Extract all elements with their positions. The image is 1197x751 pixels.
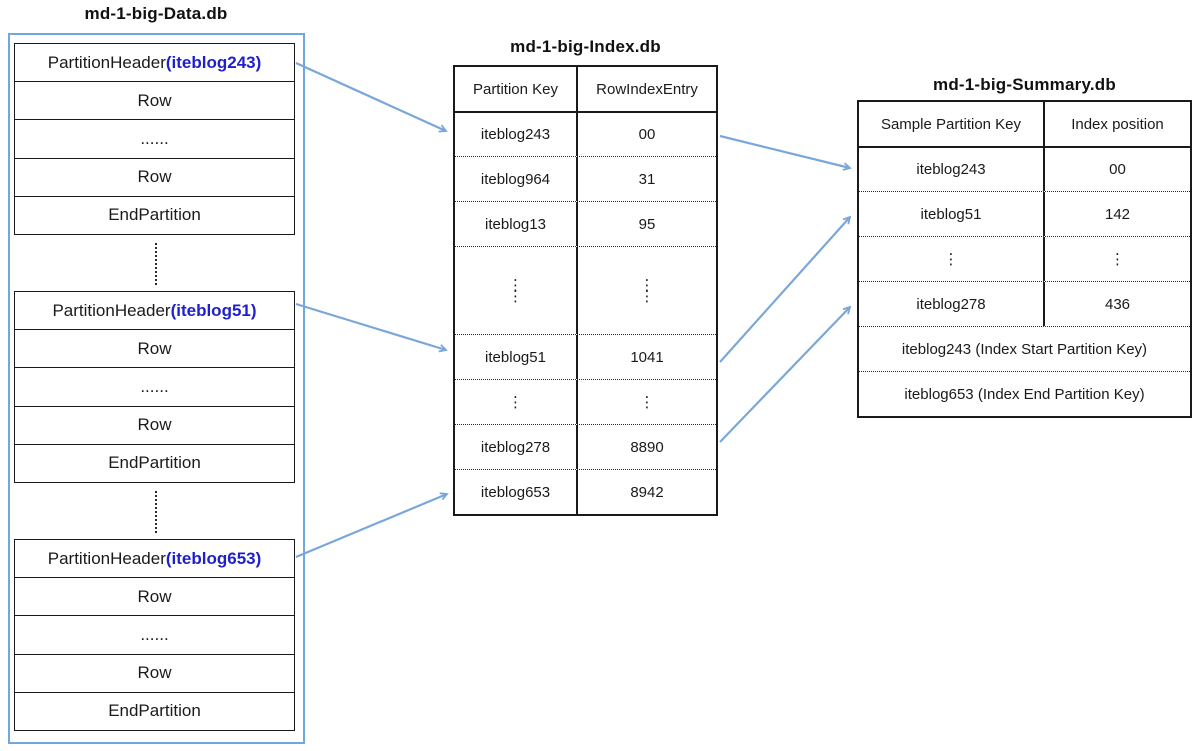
sample-partition-key-cell: iteblog51 xyxy=(859,192,1045,236)
column-header: RowIndexEntry xyxy=(596,80,698,98)
end-partition-cell: EndPartition xyxy=(15,691,294,730)
index-end-partition-key-row: iteblog653 (Index End Partition Key) xyxy=(859,371,1190,416)
end-partition-cell: EndPartition xyxy=(15,195,294,234)
index-end-partition-key-cell: iteblog653 (Index End Partition Key) xyxy=(904,385,1145,403)
ellipsis-cell: ⋮ xyxy=(859,237,1045,281)
partition-header-row: PartitionHeader(iteblog51) xyxy=(15,292,294,329)
vertical-ellipsis xyxy=(155,243,157,285)
row-cell: Row xyxy=(15,653,294,692)
row-cell: Row xyxy=(15,81,294,119)
partition-key-cell: iteblog653 xyxy=(455,470,578,514)
row-cell: Row xyxy=(15,577,294,615)
partition-header-label: PartitionHeader xyxy=(52,300,171,320)
column-header: Sample Partition Key xyxy=(859,102,1045,146)
ellipsis-cell: ⋮⋮ xyxy=(639,276,655,305)
arrow-data653-to-index xyxy=(295,492,449,559)
partition-block-iteblog243: PartitionHeader(iteblog243) Row ...... R… xyxy=(14,43,295,235)
table-row: iteblog51 142 xyxy=(859,191,1190,236)
index-start-partition-key-cell: iteblog243 (Index Start Partition Key) xyxy=(901,340,1148,358)
table-row: iteblog278 436 xyxy=(859,281,1190,326)
index-position-cell: 436 xyxy=(1104,295,1131,313)
table-row: iteblog51 1041 xyxy=(455,334,716,379)
partition-key-cell: iteblog243 xyxy=(455,113,578,156)
partition-key: (iteblog243) xyxy=(165,52,262,72)
ellipsis-cell: ⋮ xyxy=(639,394,655,411)
dots-cell: ...... xyxy=(15,367,294,405)
ellipsis-row: ⋮ ⋮ xyxy=(455,379,716,424)
vertical-ellipsis xyxy=(155,491,157,533)
index-table-header: Partition Key RowIndexEntry xyxy=(455,67,716,111)
arrow-data51-to-index xyxy=(295,302,448,353)
partition-key-cell: iteblog278 xyxy=(455,425,578,469)
ellipsis-cell: ⋮ xyxy=(1110,251,1125,268)
index-table: Partition Key RowIndexEntry iteblog243 0… xyxy=(453,65,718,516)
partition-key-cell: iteblog51 xyxy=(455,335,578,379)
index-position-cell: 00 xyxy=(1109,161,1126,178)
column-header: Index position xyxy=(1071,115,1164,133)
summary-table-header: Sample Partition Key Index position xyxy=(859,102,1190,146)
table-row: iteblog653 8942 xyxy=(455,469,716,514)
partition-key: (iteblog653) xyxy=(165,548,262,568)
row-index-entry-cell: 00 xyxy=(638,126,656,143)
partition-header-row: PartitionHeader(iteblog653) xyxy=(15,540,294,577)
row-index-entry-cell: 1041 xyxy=(630,348,664,366)
row-cell: Row xyxy=(15,405,294,444)
ellipsis-cell: ⋮ xyxy=(455,380,578,424)
partition-header-label: PartitionHeader xyxy=(47,548,166,568)
table-row: iteblog278 8890 xyxy=(455,424,716,469)
dots-cell: ...... xyxy=(15,615,294,653)
index-file-title: md-1-big-Index.db xyxy=(510,37,661,56)
table-row: iteblog964 31 xyxy=(455,156,716,201)
partition-key-cell: iteblog964 xyxy=(455,157,578,201)
arrow-index243-to-summary xyxy=(719,134,852,171)
partition-key-cell: iteblog13 xyxy=(455,202,578,246)
sample-partition-key-cell: iteblog278 xyxy=(859,282,1045,326)
partition-header-label: PartitionHeader xyxy=(47,52,166,72)
table-row: iteblog243 00 xyxy=(859,146,1190,191)
row-index-entry-cell: 8890 xyxy=(630,438,664,456)
row-index-entry-cell: 95 xyxy=(638,215,656,233)
ellipsis-row: ⋮ ⋮ xyxy=(859,236,1190,281)
index-start-partition-key-row: iteblog243 (Index Start Partition Key) xyxy=(859,326,1190,371)
dots-cell: ...... xyxy=(15,119,294,157)
end-partition-cell: EndPartition xyxy=(15,443,294,482)
data-file-title: md-1-big-Data.db xyxy=(84,4,228,23)
partition-key: (iteblog51) xyxy=(170,300,257,320)
arrow-index51-to-summary xyxy=(719,215,852,363)
partition-block-iteblog653: PartitionHeader(iteblog653) Row ...... R… xyxy=(14,539,295,731)
sample-partition-key-cell: iteblog243 xyxy=(859,148,1045,191)
summary-table: Sample Partition Key Index position iteb… xyxy=(857,100,1192,418)
row-index-entry-cell: 8942 xyxy=(630,483,664,501)
column-header: Partition Key xyxy=(455,67,578,111)
arrow-data243-to-index xyxy=(295,61,448,133)
row-index-entry-cell: 31 xyxy=(638,170,656,188)
partition-block-iteblog51: PartitionHeader(iteblog51) Row ...... Ro… xyxy=(14,291,295,483)
ellipsis-row: ⋮⋮ ⋮⋮ xyxy=(455,246,716,334)
row-cell: Row xyxy=(15,157,294,196)
table-row: iteblog13 95 xyxy=(455,201,716,246)
summary-file-title: md-1-big-Summary.db xyxy=(933,75,1116,94)
index-position-cell: 142 xyxy=(1104,205,1131,223)
row-cell: Row xyxy=(15,329,294,367)
partition-header-row: PartitionHeader(iteblog243) xyxy=(15,44,294,81)
ellipsis-cell: ⋮⋮ xyxy=(455,247,578,334)
arrow-index278-to-summary xyxy=(719,305,852,443)
table-row: iteblog243 00 xyxy=(455,111,716,156)
